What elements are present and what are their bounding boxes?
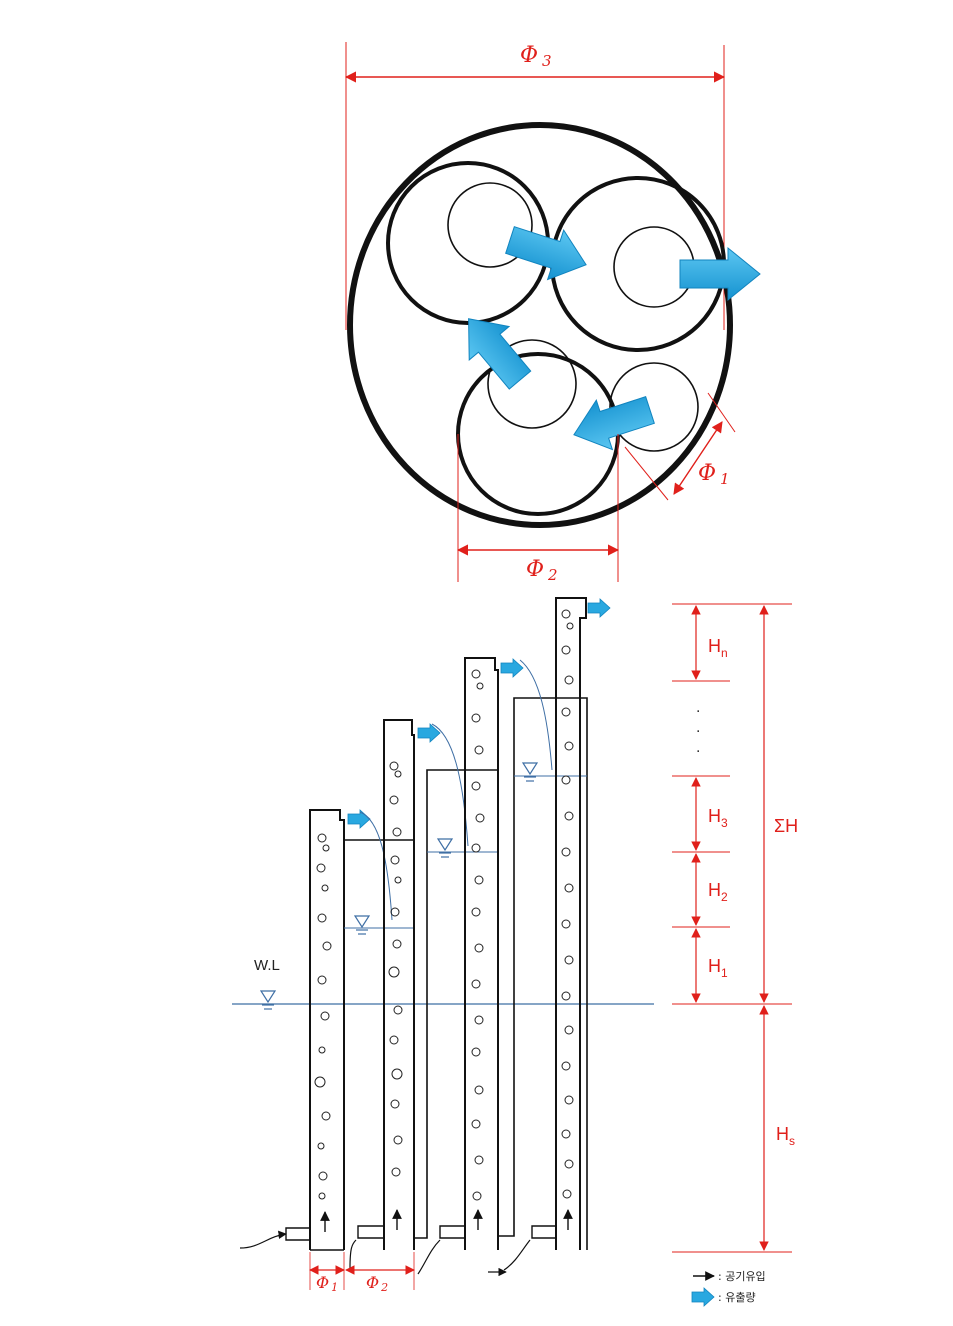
- h2-label: H2: [708, 880, 728, 904]
- section-view: W.L: [232, 597, 798, 1294]
- casing-2: [414, 769, 499, 1250]
- chamber-small-right: [609, 362, 699, 452]
- ellipsis-dot-1: .: [696, 699, 700, 716]
- phi1-extension-b: [624, 446, 669, 501]
- ellipsis-dot-3: .: [696, 739, 700, 756]
- phi1-extension-a: [707, 392, 736, 433]
- casing-1: [310, 839, 415, 1251]
- ellipsis-dot-2: .: [696, 719, 700, 736]
- legend: : 공기유입 : 유출량: [691, 1270, 766, 1307]
- outer-casing-circle: [347, 122, 733, 528]
- air-inlet-1: [285, 1227, 311, 1241]
- water-level-symbol-2: [437, 838, 453, 858]
- jet-curve-1: [359, 811, 393, 921]
- water-level-symbol-3: [522, 762, 538, 782]
- air-inlet-4: [531, 1225, 557, 1239]
- air-inlet-3: [439, 1225, 466, 1239]
- h3-label: H3: [708, 806, 728, 830]
- air-inlet-2: [357, 1225, 385, 1239]
- riser-pipe-2: [383, 719, 415, 1250]
- riser-pipe-4: [555, 597, 587, 1250]
- h1-label: H1: [708, 956, 728, 980]
- hn-label: Hn: [708, 636, 728, 660]
- hs-label: Hs: [776, 1124, 795, 1148]
- flow-arrow-4: [448, 301, 541, 398]
- water-level-symbol: [260, 990, 276, 1010]
- outflow-arrow-4: [587, 598, 611, 618]
- jet-curve-2: [431, 723, 469, 847]
- stage-2: [349, 719, 499, 1269]
- riser-bottom: [487, 339, 577, 429]
- stage-4: [488, 597, 611, 1277]
- legend-outflow: : 유출량: [718, 1291, 756, 1304]
- sum-h-label: ΣH: [774, 816, 798, 836]
- height-dimensions: [672, 603, 792, 1253]
- outflow-arrow-3: [500, 658, 524, 678]
- stage-3: [417, 657, 588, 1275]
- casing-3: [498, 697, 588, 1250]
- riser-top-left: [447, 182, 533, 268]
- water-level-symbol-1: [354, 915, 370, 935]
- phi1-dimension-line: [673, 421, 723, 495]
- riser-pipe-3: [464, 657, 499, 1250]
- legend-outflow-arrow-icon: [691, 1287, 715, 1307]
- water-level-label: W.L: [254, 957, 280, 974]
- jet-curve-3: [519, 659, 553, 771]
- legend-air-inflow: : 공기유입: [718, 1270, 766, 1283]
- outflow-arrow-1: [347, 809, 371, 829]
- riser-pipe-1: [309, 809, 345, 1250]
- stage-1: [239, 809, 415, 1251]
